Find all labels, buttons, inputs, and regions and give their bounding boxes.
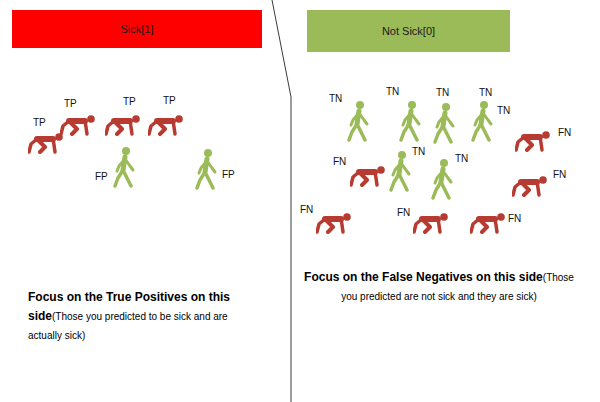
sick-person bbox=[513, 176, 547, 195]
healthy-person bbox=[349, 101, 367, 140]
sick-person bbox=[106, 115, 140, 134]
sick-person bbox=[516, 131, 550, 150]
healthy-person bbox=[197, 149, 215, 188]
class-header-box: Sick[1] bbox=[12, 10, 262, 48]
class-tag: TN bbox=[455, 154, 468, 164]
note-text: (Those you predicted to be sick and are … bbox=[28, 311, 228, 341]
healthy-person bbox=[433, 159, 451, 198]
class-tag: TP bbox=[163, 96, 176, 106]
class-tag: FN bbox=[397, 208, 410, 218]
class-header-box: Not Sick[0] bbox=[307, 10, 510, 52]
healthy-person bbox=[115, 147, 133, 186]
sick-person bbox=[471, 213, 505, 232]
healthy-person bbox=[435, 103, 453, 142]
sick-person bbox=[149, 115, 183, 134]
class-tag: TP bbox=[33, 118, 46, 128]
class-tag: TP bbox=[64, 99, 77, 109]
healthy-person bbox=[391, 151, 409, 190]
header-label: Sick[1] bbox=[120, 23, 153, 35]
class-tag: TN bbox=[479, 88, 492, 98]
note-block: Focus on the False Negatives on this sid… bbox=[296, 266, 582, 304]
class-tag: TN bbox=[329, 94, 342, 104]
sick-person bbox=[29, 133, 63, 152]
class-tag: TN bbox=[412, 147, 425, 157]
class-tag: FP bbox=[222, 170, 235, 180]
class-tag: FN bbox=[558, 128, 571, 138]
healthy-person bbox=[473, 101, 491, 140]
sick-person bbox=[61, 115, 95, 134]
sick-person bbox=[317, 213, 351, 232]
class-tag: TN bbox=[497, 106, 510, 116]
sick-person bbox=[414, 213, 448, 232]
class-tag: FP bbox=[95, 172, 108, 182]
sick-person bbox=[351, 166, 385, 185]
healthy-person bbox=[401, 101, 419, 140]
class-tag: FN bbox=[508, 214, 521, 224]
note-block: Focus on the True Positives on this side… bbox=[28, 286, 246, 344]
note-heading: Focus on the False Negatives on this sid… bbox=[304, 270, 543, 284]
class-tag: FN bbox=[553, 170, 566, 180]
class-tag: FN bbox=[300, 205, 313, 215]
class-tag: TN bbox=[386, 87, 399, 97]
header-label: Not Sick[0] bbox=[382, 25, 435, 37]
class-tag: TN bbox=[436, 88, 449, 98]
class-tag: TP bbox=[123, 97, 136, 107]
class-tag: FN bbox=[333, 157, 346, 167]
divider-line bbox=[272, 0, 291, 402]
